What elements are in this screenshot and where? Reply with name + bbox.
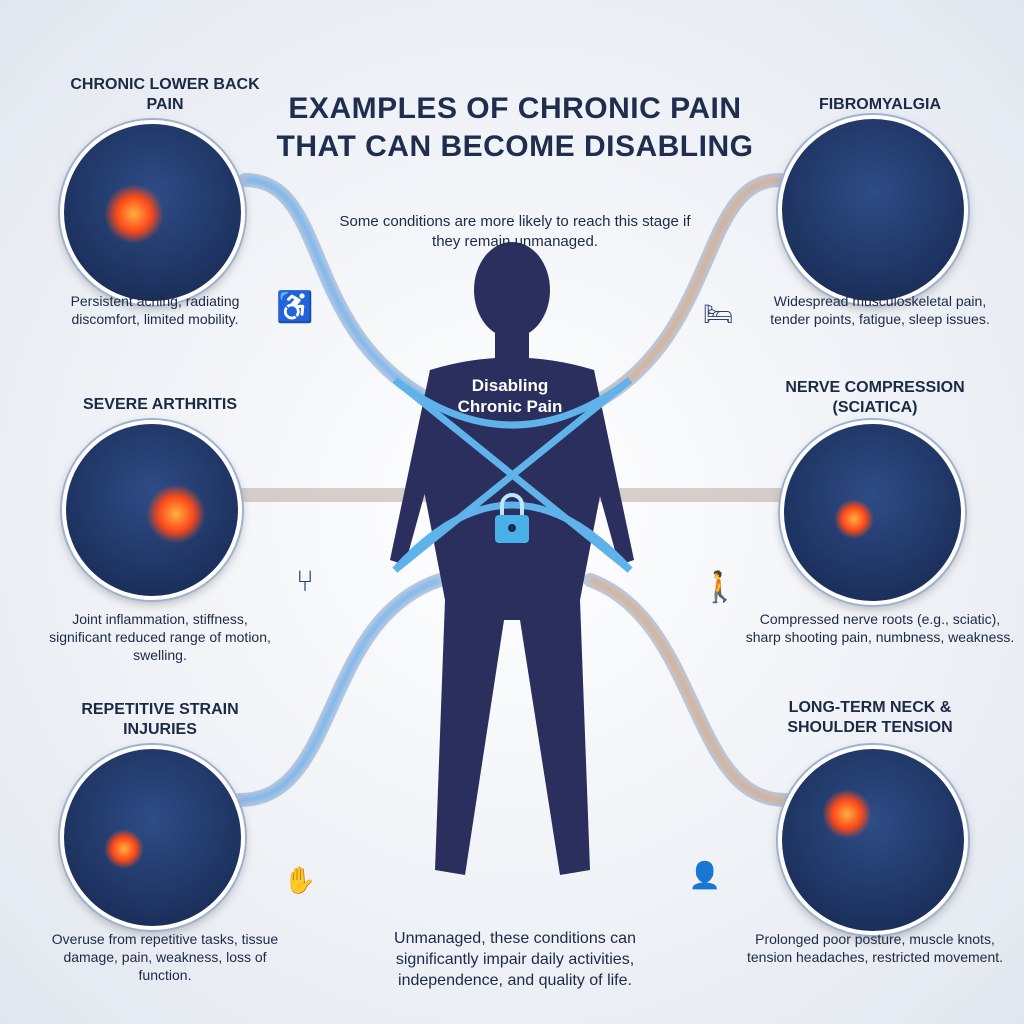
condition-title-sciatica: Nerve Compression (Sciatica) (785, 379, 965, 416)
condition-title-lower-back: Chronic Lower Back Pain (70, 76, 260, 113)
neck-brace-icon: 👤 (688, 860, 722, 890)
sciatica-illustration (780, 420, 965, 605)
rsi-illustration (60, 745, 245, 930)
crutches-walker-icon: ⑂ (296, 565, 314, 598)
fibromyalgia-illustration (778, 115, 968, 305)
summary-text: Unmanaged, these conditions can signific… (394, 930, 636, 989)
wheelchair-icon: ♿ (276, 291, 314, 324)
condition-desc-neck-shoulder: Prolonged poor posture, muscle knots, te… (746, 931, 1004, 965)
condition-desc-rsi: Overuse from repetitive tasks, tissue da… (51, 931, 279, 983)
sleep-bed-icon: 🛏 (702, 301, 734, 328)
page-subtitle: Some conditions are more likely to reach… (339, 213, 691, 250)
neck-shoulder-illustration (778, 745, 968, 935)
center-label: Disabling Chronic Pain (457, 376, 563, 416)
condition-title-fibromyalgia: Fibromyalgia (818, 96, 942, 113)
page-title: EXAMPLES OF CHRONIC PAIN THAT CAN BECOME… (276, 92, 754, 163)
condition-title-arthritis: Severe Arthritis (82, 396, 238, 413)
arthritis-illustration (62, 420, 242, 600)
chains (392, 377, 633, 573)
condition-title-rsi: Repetitive Strain Injuries (81, 701, 239, 738)
condition-desc-arthritis: Joint inflammation, stiffness, significa… (49, 611, 271, 663)
condition-desc-fibromyalgia: Widespread musculoskeletal pain, tender … (770, 293, 990, 327)
wrist-brace-keyboard-icon: ✋ (283, 865, 317, 895)
condition-title-neck-shoulder: Long-Term Neck & Shoulder Tension (787, 699, 953, 736)
person-with-cane-icon: 🚶 (701, 571, 739, 604)
human-figure (390, 242, 634, 875)
lock-icon (495, 493, 529, 543)
condition-desc-sciatica: Compressed nerve roots (e.g., sciatic), … (745, 611, 1015, 645)
condition-desc-lower-back: Persistent aching, radiating discomfort,… (70, 293, 240, 327)
lower-back-illustration (60, 120, 245, 305)
